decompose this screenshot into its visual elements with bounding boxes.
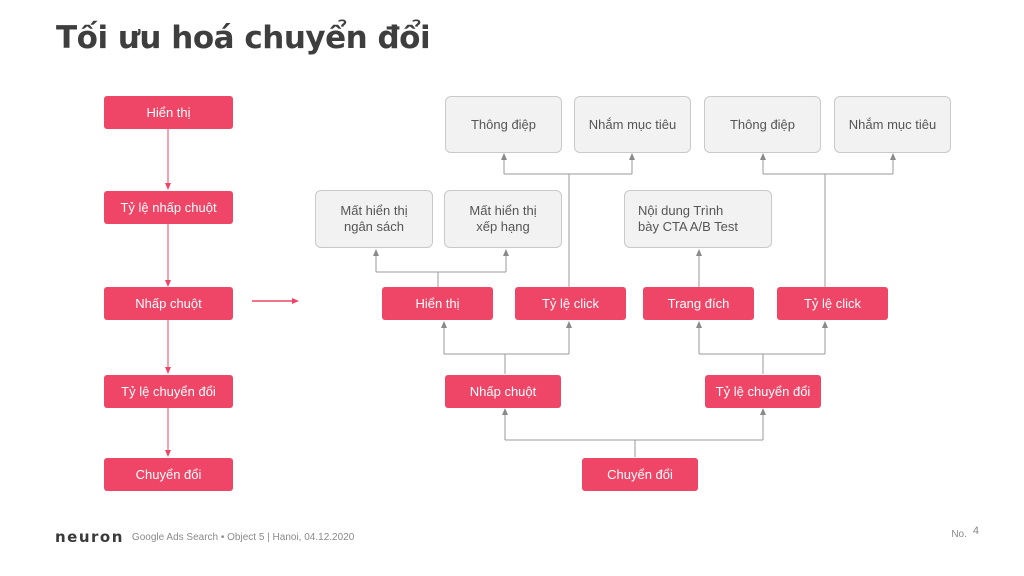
node-label: Nhắm mục tiêu (588, 116, 677, 132)
funnel-step-label: Nhấp chuột (135, 295, 202, 311)
node-label: Tỷ lệ click (541, 295, 600, 311)
node-label: Nội dung Trình bày CTA A/B Test (638, 203, 738, 234)
leaf-budget-lost-impressions: Mất hiển thị ngân sách (315, 190, 433, 248)
node-label: Nhắm mục tiêu (848, 116, 937, 132)
funnel-step-clicks: Nhấp chuột (104, 287, 233, 320)
node-label: Hiển thị (415, 295, 460, 311)
tree-node-ctr-left: Tỷ lệ click (515, 287, 626, 320)
tree-node-ctr-right: Tỷ lệ click (777, 287, 888, 320)
node-label: Thông điệp (470, 116, 537, 132)
funnel-step-label: Tỷ lệ nhấp chuột (120, 199, 217, 215)
tree-root-conversions: Chuyển đổi (582, 458, 698, 491)
page-number: No. 4 (951, 525, 979, 540)
page-number-value: 4 (972, 525, 979, 537)
tree-node-landing-page: Trang đích (643, 287, 754, 320)
tree-node-conversion-rate: Tỷ lệ chuyển đổi (705, 375, 821, 408)
node-label: Tỷ lệ click (803, 295, 862, 311)
funnel-step-label: Tỷ lệ chuyển đổi (121, 383, 216, 399)
footer-text: Google Ads Search • Object 5 | Hanoi, 04… (131, 531, 355, 543)
funnel-step-conversions: Chuyển đổi (104, 458, 233, 491)
funnel-step-label: Hiển thị (146, 104, 191, 120)
leaf-targeting-left: Nhắm mục tiêu (574, 96, 691, 153)
leaf-message-right: Thông điệp (704, 96, 821, 153)
node-label: Tỷ lệ chuyển đổi (715, 383, 811, 399)
node-label: Mất hiển thị xếp hạng (469, 203, 537, 234)
leaf-landing-content: Nội dung Trình bày CTA A/B Test (624, 190, 772, 248)
tree-node-clicks: Nhấp chuột (445, 375, 561, 408)
page-number-label: No. (951, 529, 967, 540)
node-label: Chuyển đổi (607, 466, 673, 482)
footer: neuron Google Ads Search • Object 5 | Ha… (55, 528, 354, 546)
funnel-step-conversion-rate: Tỷ lệ chuyển đổi (104, 375, 233, 408)
funnel-step-impressions: Hiển thị (104, 96, 233, 129)
funnel-step-label: Chuyển đổi (135, 466, 202, 482)
tree-node-impressions: Hiển thị (382, 287, 493, 320)
node-label: Trang đích (667, 295, 730, 311)
node-label: Nhấp chuột (469, 383, 537, 399)
leaf-message-left: Thông điệp (445, 96, 562, 153)
page-title: Tối ưu hoá chuyển đổi (56, 20, 431, 56)
leaf-rank-lost-impressions: Mất hiển thị xếp hạng (444, 190, 562, 248)
funnel-step-ctr: Tỷ lệ nhấp chuột (104, 191, 233, 224)
leaf-targeting-right: Nhắm mục tiêu (834, 96, 951, 153)
node-label: Thông điệp (729, 116, 796, 132)
node-label: Mất hiển thị ngân sách (340, 203, 408, 234)
tree-connectors (373, 153, 896, 457)
brand-logo: neuron (55, 528, 124, 546)
